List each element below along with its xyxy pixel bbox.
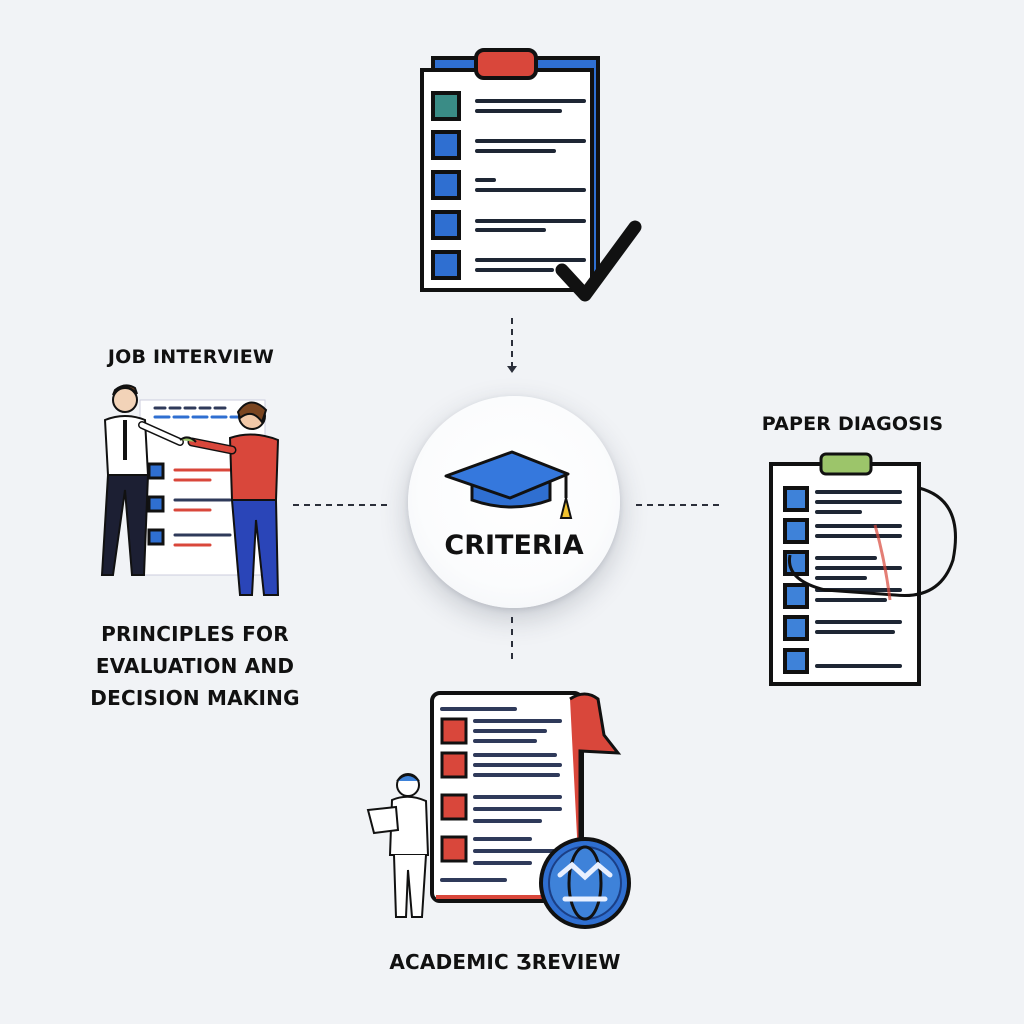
arrowhead-down-icon — [507, 366, 517, 373]
checklist-clipboard-icon — [420, 48, 642, 302]
principles-caption-line-3: DECISION MAKING — [90, 686, 300, 710]
principles-caption-line-2: EVALUATION AND — [95, 654, 295, 678]
job-interview-title: JOB INTERVIEW — [107, 346, 275, 368]
checkmark-icon — [555, 220, 642, 302]
stethoscope-tube — [787, 486, 957, 598]
criteria-label: CRITERIA — [444, 530, 584, 561]
paper-diagnosis-title: PAPER DIAGOSIS — [761, 413, 944, 435]
stethoscope-clipboard-icon — [769, 452, 957, 686]
graduation-cap-icon — [444, 450, 573, 519]
academic-document-globe-icon — [366, 691, 631, 929]
academic-review-title: ACADEMIC ƷREVIEW — [389, 950, 621, 974]
interview-people-icon — [100, 384, 280, 596]
checkbox-rows — [431, 91, 586, 280]
principles-caption-line-1: PRINCIPLES FOR — [101, 622, 289, 646]
